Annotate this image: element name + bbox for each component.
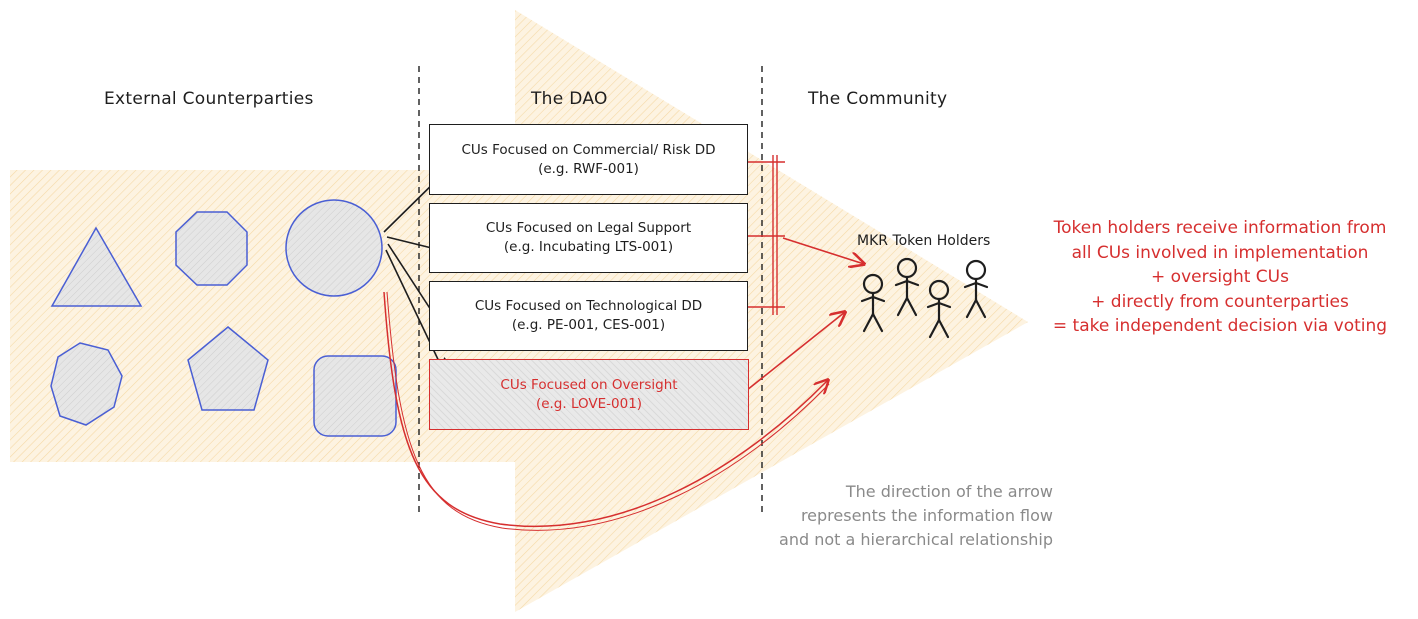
heptagon-shape [50,342,123,426]
external-counterparties-title: External Counterparties [104,89,314,109]
arrow-cus-to-holders [782,237,864,264]
stick-figure-icon [894,257,920,317]
arrow-to-oversight-cu [385,249,444,372]
cu-box-commercial-risk: CUs Focused on Commercial/ Risk DD (e.g.… [429,124,748,195]
cu-box-legal-support: CUs Focused on Legal Support (e.g. Incub… [429,203,748,273]
stick-figure-icon [926,279,952,339]
note-line: The direction of the arrow [845,482,1053,501]
counterparty-shapes [50,199,397,437]
arrow-oversight-to-holders [736,312,845,399]
note-line: Token holders receive information from [1053,218,1387,238]
note-line: + oversight CUs [1151,267,1289,287]
cu-box-title: CUs Focused on Legal Support [485,220,692,236]
community-title: The Community [808,89,948,109]
cu-box-example: (e.g. PE-001, CES-001) [511,317,666,333]
arrow-counterparties-to-holders [383,291,828,528]
pentagon-shape [187,326,269,411]
cu-box-title: CUs Focused on Commercial/ Risk DD [461,141,716,158]
triangle-shape [50,226,143,307]
rounded-square-shape [313,355,397,437]
octagon-shape [175,211,248,286]
cu-box-oversight: CUs Focused on Oversight (e.g. LOVE-001) [429,359,749,430]
token-holder-figures [860,257,989,339]
arrow-direction-note: The direction of the arrow represents th… [690,480,1053,552]
note-line: = take independent decision via voting [1052,316,1388,336]
cu-box-title: CUs Focused on Oversight [500,376,678,393]
mkr-token-holders-label: MKR Token Holders [857,233,991,249]
note-line: all CUs involved in implementation [1071,242,1369,263]
stick-figure-icon [963,259,989,319]
note-line: represents the information flow [800,506,1053,525]
note-line: and not a hierarchical relationship [779,530,1053,549]
cu-box-example: (e.g. RWF-001) [538,160,639,177]
cu-box-example: (e.g. Incubating LTS-001) [503,239,674,255]
circle-shape [285,199,383,297]
cu-box-example: (e.g. LOVE-001) [535,395,643,412]
dao-title: The DAO [531,89,608,109]
token-holder-note: Token holders receive information from a… [1030,216,1410,339]
stick-figure-icon [860,273,886,333]
cu-box-title: CUs Focused on Technological DD [474,298,703,314]
note-line: + directly from counterparties [1091,291,1349,312]
cu-box-technological: CUs Focused on Technological DD (e.g. PE… [429,281,748,351]
